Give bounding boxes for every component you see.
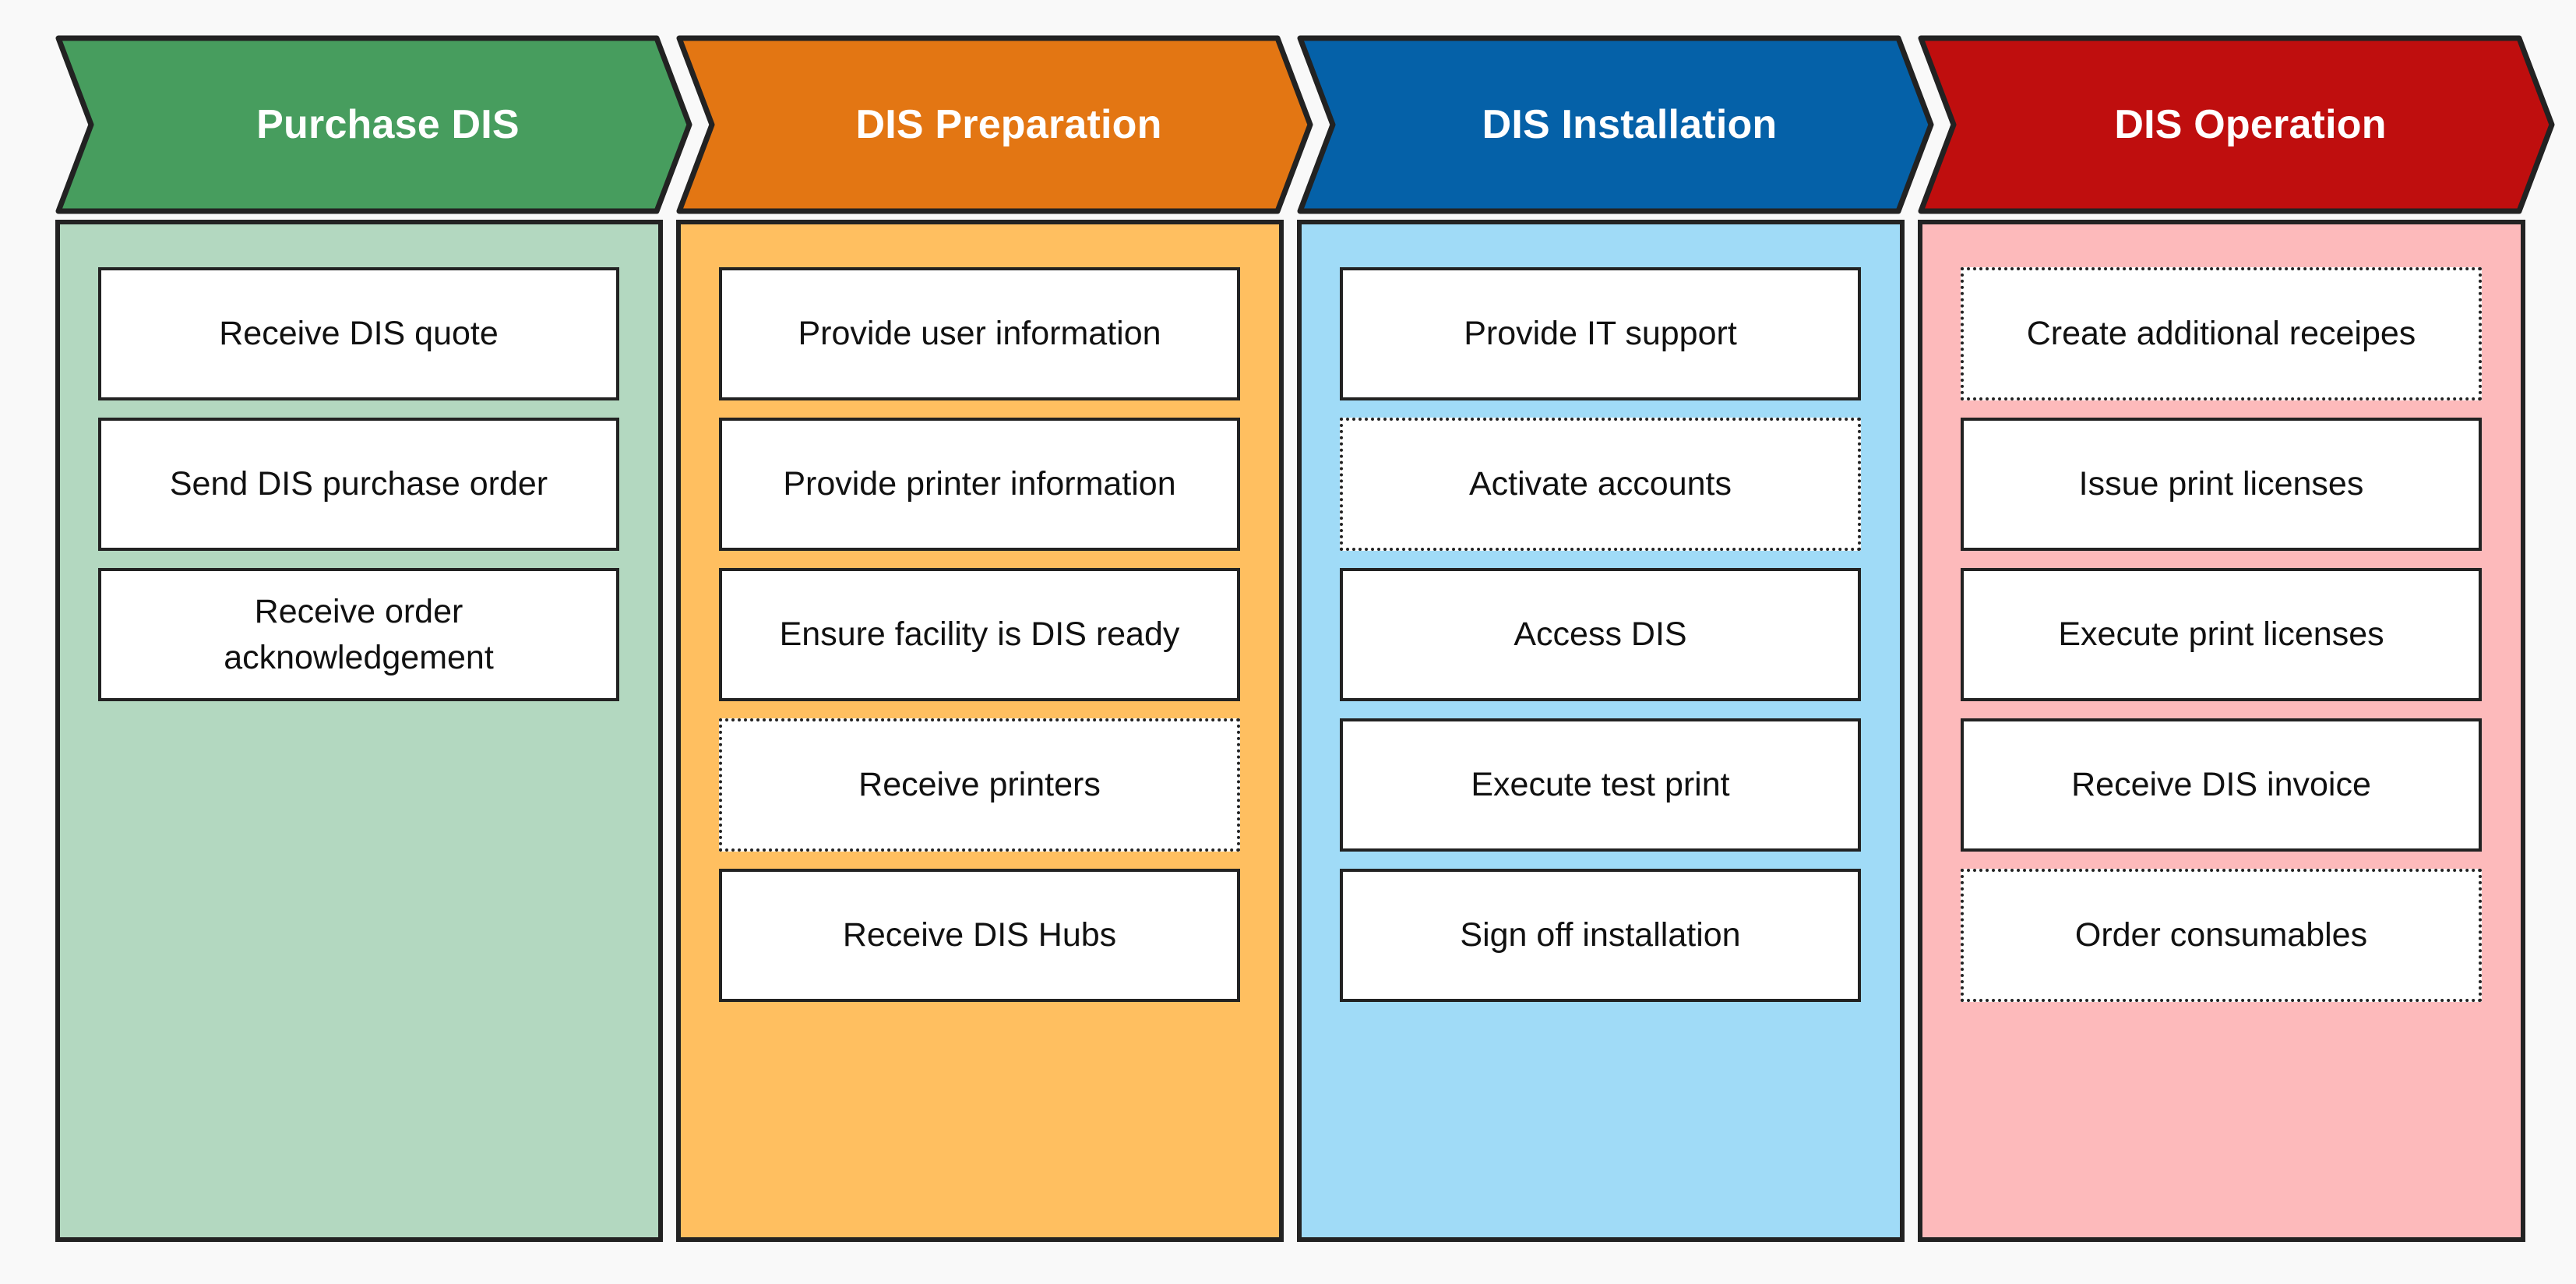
optional-task-box: Create additional receipes xyxy=(1961,267,2482,400)
task-box: Provide printer information xyxy=(719,418,1240,551)
phase-title: Purchase DIS xyxy=(256,102,520,147)
phase-chevron-header: DIS Installation xyxy=(1297,34,1943,215)
chevron-shape xyxy=(1297,35,1934,214)
task-label: Create additional receipes xyxy=(2026,315,2416,353)
task-label: Execute test print xyxy=(1471,766,1730,804)
task-label: Ensure facility is DIS ready xyxy=(779,616,1180,654)
task-box: Execute test print xyxy=(1340,718,1861,852)
task-box: Issue print licenses xyxy=(1961,418,2482,551)
task-label: Execute print licenses xyxy=(2058,616,2384,654)
task-box: Receive DIS invoice xyxy=(1961,718,2482,852)
task-box: Send DIS purchase order xyxy=(98,418,619,551)
task-label: Provide IT support xyxy=(1464,315,1737,353)
phase-title: DIS Installation xyxy=(1482,102,1778,147)
task-box: Receive DIS quote xyxy=(98,267,619,400)
task-box: Receive order acknowledgement xyxy=(98,568,619,701)
optional-task-box: Receive printers xyxy=(719,718,1240,852)
task-label: Activate accounts xyxy=(1468,465,1732,503)
task-label: Provide user information xyxy=(798,315,1161,353)
phase-chevron-header: Purchase DIS xyxy=(55,34,702,215)
optional-task-box: Order consumables xyxy=(1961,869,2482,1002)
chevron-polygon xyxy=(676,35,1313,214)
task-box: Ensure facility is DIS ready xyxy=(719,568,1240,701)
task-label: Receive printers xyxy=(858,766,1101,804)
chevron-shape xyxy=(676,35,1313,214)
chevron-polygon xyxy=(55,35,692,214)
optional-task-box: Activate accounts xyxy=(1340,418,1861,551)
task-box: Sign off installation xyxy=(1340,869,1861,1002)
task-label: Order consumables xyxy=(2074,916,2368,954)
task-label: Receive DIS quote xyxy=(219,315,499,353)
phase-title: DIS Operation xyxy=(2114,102,2387,147)
phase-title: DIS Preparation xyxy=(855,102,1162,147)
task-label: Access DIS xyxy=(1514,616,1687,654)
chevron-shape xyxy=(55,35,692,214)
task-box: Receive DIS Hubs xyxy=(719,869,1240,1002)
task-label: Receive order acknowledgement xyxy=(224,593,494,676)
task-label: Issue print licenses xyxy=(2078,465,2364,503)
task-label: Provide printer information xyxy=(783,465,1176,503)
task-label: Send DIS purchase order xyxy=(169,465,548,503)
task-box: Provide IT support xyxy=(1340,267,1861,400)
chevron-shape xyxy=(1918,35,2555,214)
chevron-polygon xyxy=(1297,35,1934,214)
task-box: Execute print licenses xyxy=(1961,568,2482,701)
chevron-polygon xyxy=(1918,35,2555,214)
task-box: Access DIS xyxy=(1340,568,1861,701)
task-label: Receive DIS invoice xyxy=(2071,766,2371,804)
task-box: Provide user information xyxy=(719,267,1240,400)
task-label: Receive DIS Hubs xyxy=(842,916,1117,954)
phase-chevron-header: DIS Operation xyxy=(1918,34,2564,215)
task-label: Sign off installation xyxy=(1460,916,1741,954)
phase-chevron-header: DIS Preparation xyxy=(676,34,1323,215)
